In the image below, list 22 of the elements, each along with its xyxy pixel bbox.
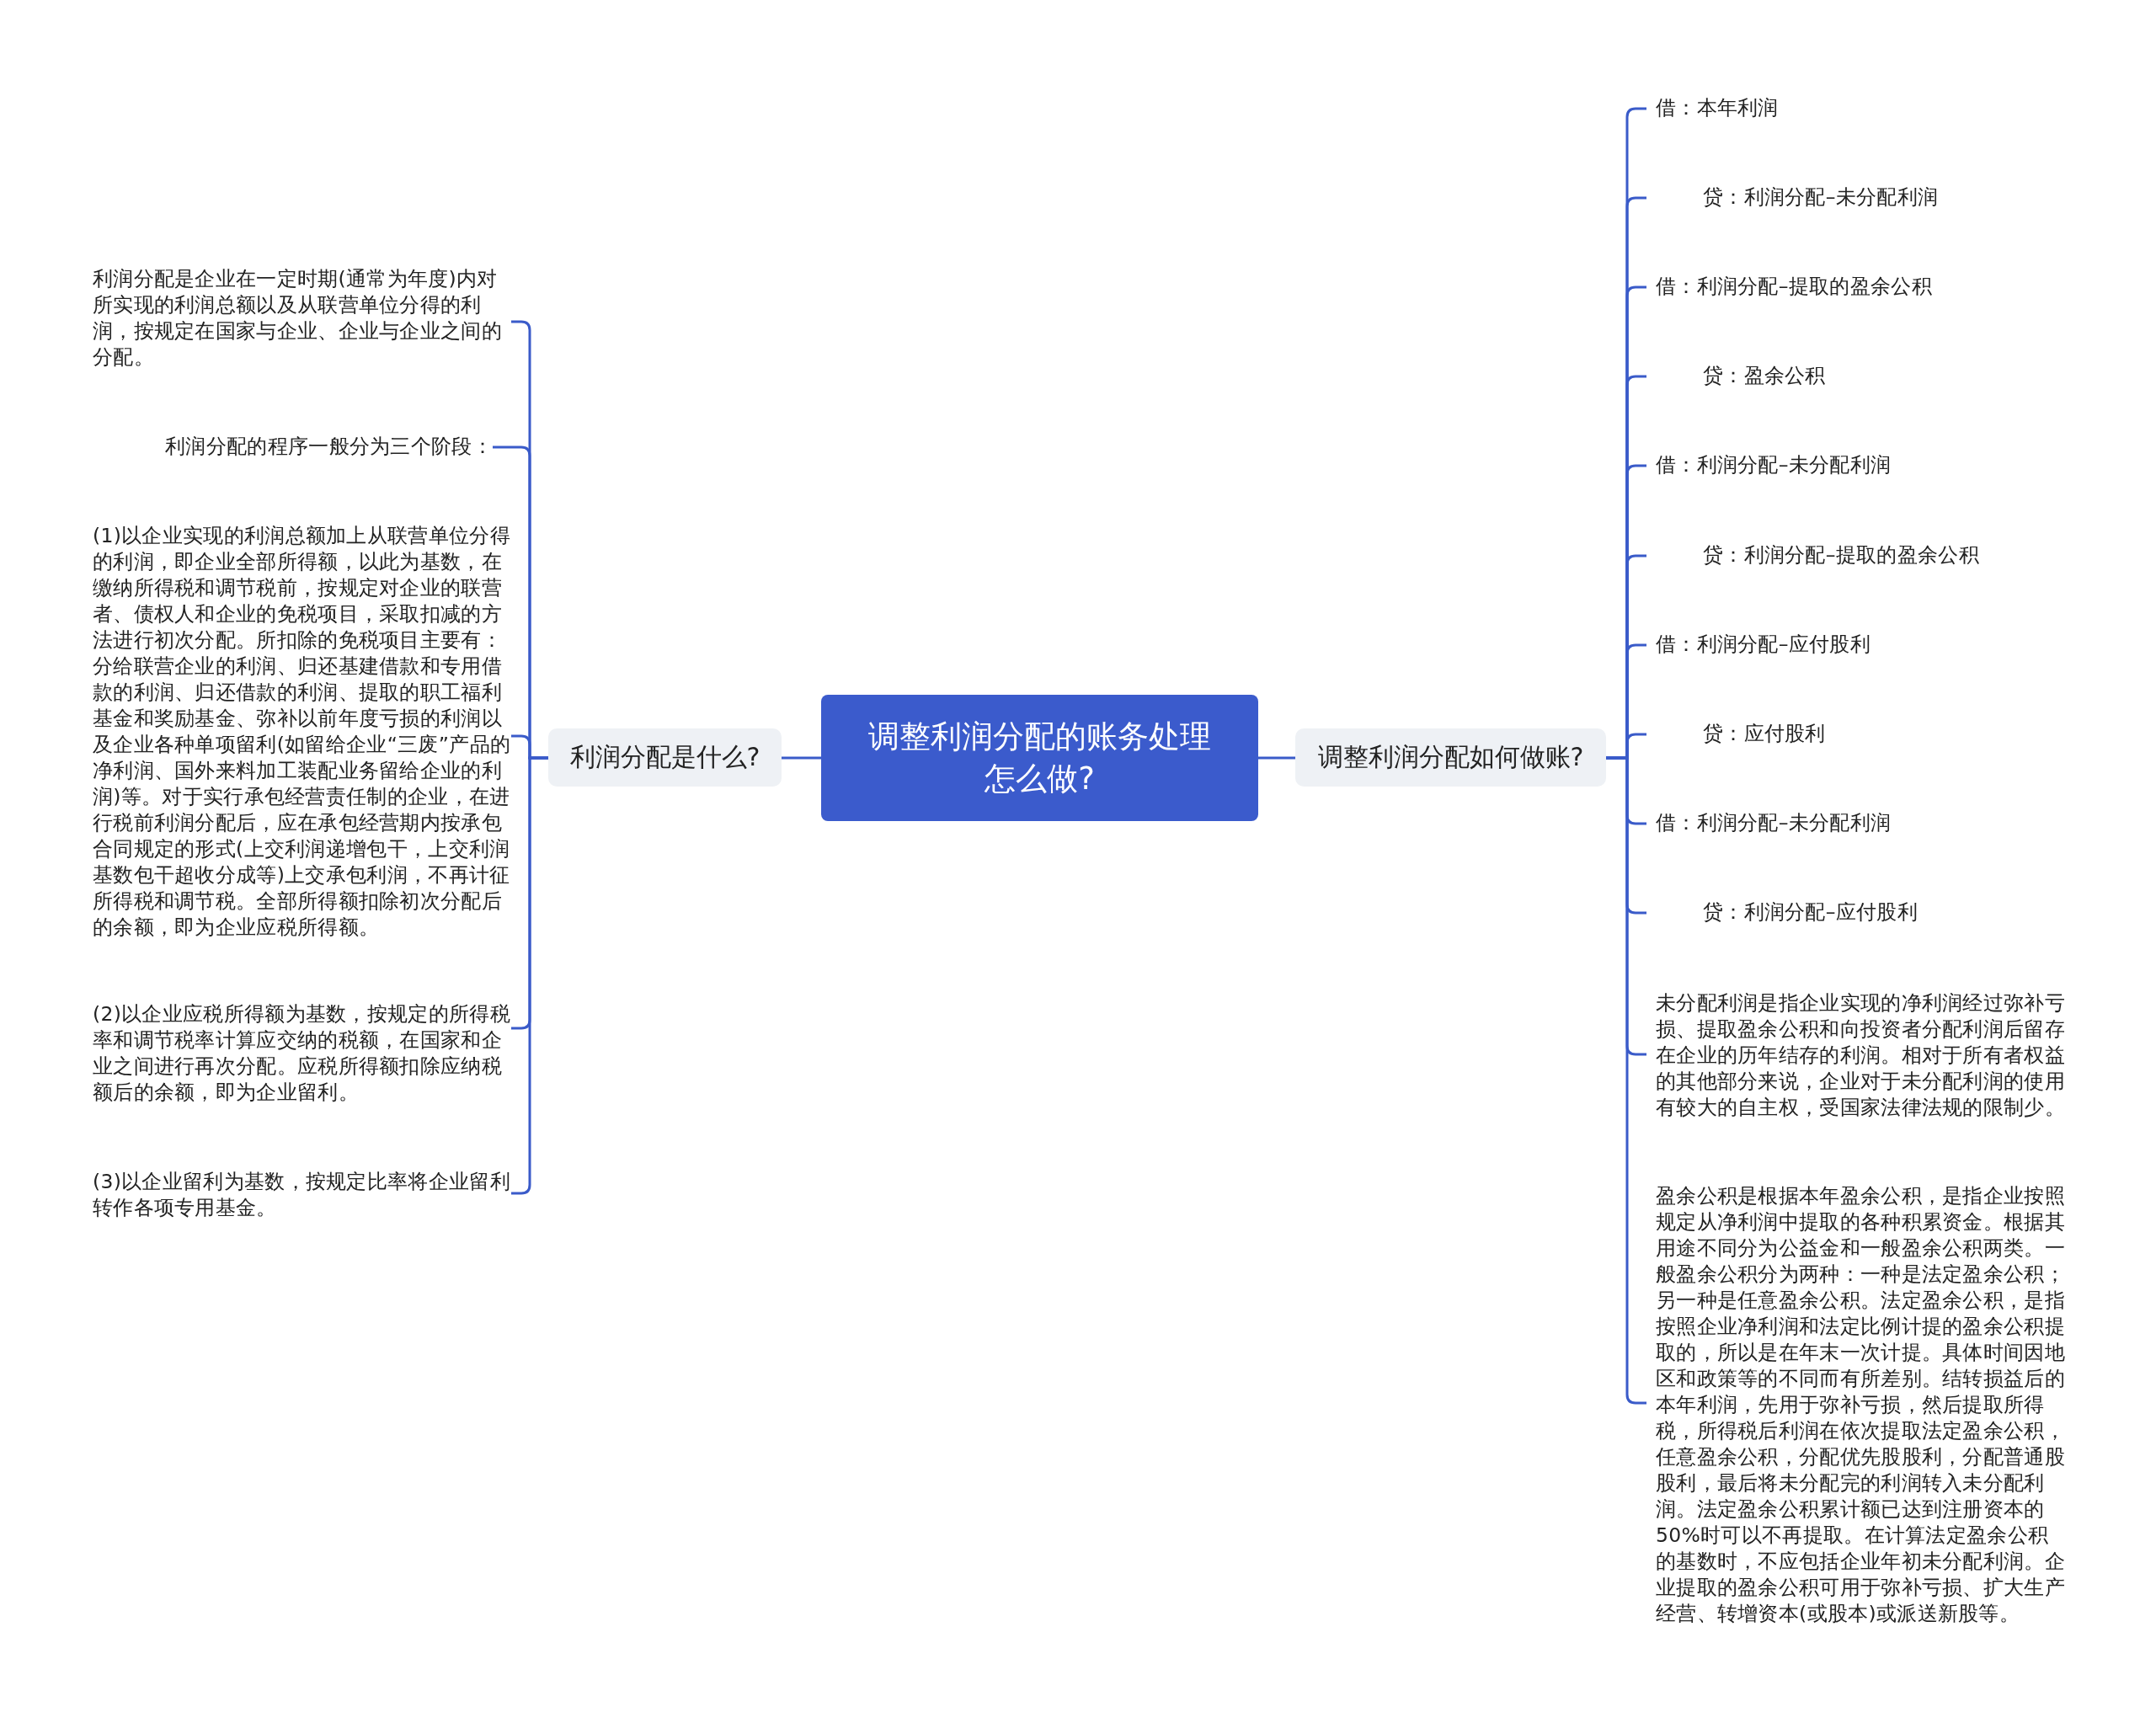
central-topic: 调整利润分配的账务处理怎么做? — [821, 695, 1258, 821]
note-text: 借：利润分配–未分配利润 — [1646, 452, 1892, 478]
note-text: 借：本年利润 — [1646, 95, 1779, 121]
note-text: 贷：利润分配–提取的盈余公积 — [1646, 542, 1979, 568]
note-text: 贷：盈余公积 — [1646, 363, 1826, 389]
topic-box: 利润分配是什么? — [548, 728, 782, 787]
note-text: 借：利润分配–提取的盈余公积 — [1646, 274, 1932, 300]
note-text: (1)以企业实现的利润总额加上从联营单位分得的利润，即企业全部所得额，以此为基数，在缴纳所得税和调节税前，按规定对企业的联营者、债权人和企业的免税项目，采取扣减的方法进行初次分配。所扣除的免税项目主要有：分给联营企业的利润、归还基建借款和专用借款的利润、归还借款的利润、提取的职工福利基金和奖励基金、弥补以前年度亏损的利润以及企业各种单项留利(如留给企业“三废”产品的净利润、国外来料加工装配业务留给企业的利润)等。对于实行承包经营责任制的企业，在进行税前利润分配后，应在承包经营期内按承包合同规定的形式(上交利润递增包干，上交利润基数包干超收分成等)上交承包利润，不再计征所得税和调节税。全部所得额扣除初次分配后的余额，即为企业应税所得额。 — [93, 523, 511, 941]
note-text: 盈余公积是根据本年盈余公积，是指企业按照规定从净利润中提取的各种积累资金。根据其用途不同分为公益金和一般盈余公积两类。一般盈余公积分为两种：一种是法定盈余公积；另一种是任意盈余公积。法定盈余公积，是指按照企业净利润和法定比例计提的盈余公积提取的，所以是在年末一次计提。具体时间因地区和政策等的不同而有所差别。结转损益后的本年利润，先用于弥补亏损，然后提取所得税，所得税后利润在依次提取法定盈余公积，任意盈余公积，分配优先股股利，分配普通股股利，最后将未分配完的利润转入未分配利润。法定盈余公积累计额已达到注册资本的50%时可以不再提取。在计算法定盈余公积的基数时，不应包括企业年初未分配利润。企业提取的盈余公积可用于弥补亏损、扩大生产经营、转增资本(或股本)或派送新股等。 — [1646, 1183, 2068, 1627]
note-text: 未分配利润是指企业实现的净利润经过弥补亏损、提取盈余公积和向投资者分配利润后留存在企业的历年结存的利润。相对于所有者权益的其他部分来说，企业对于未分配利润的使用有较大的自主权，受国家法律法规的限制少。 — [1646, 990, 2068, 1121]
note-text: (2)以企业应税所得额为基数，按规定的所得税率和调节税率计算应交纳的税额，在国家和企业之间进行再次分配。应税所得额扣除应纳税额后的余额，即为企业留利。 — [93, 1001, 511, 1106]
note-text: (3)以企业留利为基数，按规定比率将企业留利转作各项专用基金。 — [93, 1169, 511, 1221]
note-text: 贷：利润分配–未分配利润 — [1646, 184, 1939, 211]
note-text: 贷：利润分配–应付股利 — [1646, 899, 1919, 926]
note-text: 借：利润分配–应付股利 — [1646, 632, 1871, 658]
note-text: 利润分配是企业在一定时期(通常为年度)内对所实现的利润总额以及从联营单位分得的利润，按规定在国家与企业、企业与企业之间的分配。 — [93, 266, 511, 371]
note-text: 贷：应付股利 — [1646, 721, 1826, 747]
topic-box: 调整利润分配如何做账? — [1295, 728, 1606, 787]
note-text: 利润分配的程序一般分为三个阶段： — [93, 434, 493, 460]
note-text: 借：利润分配–未分配利润 — [1646, 810, 1892, 836]
connector — [782, 756, 821, 760]
connector — [1258, 756, 1295, 760]
